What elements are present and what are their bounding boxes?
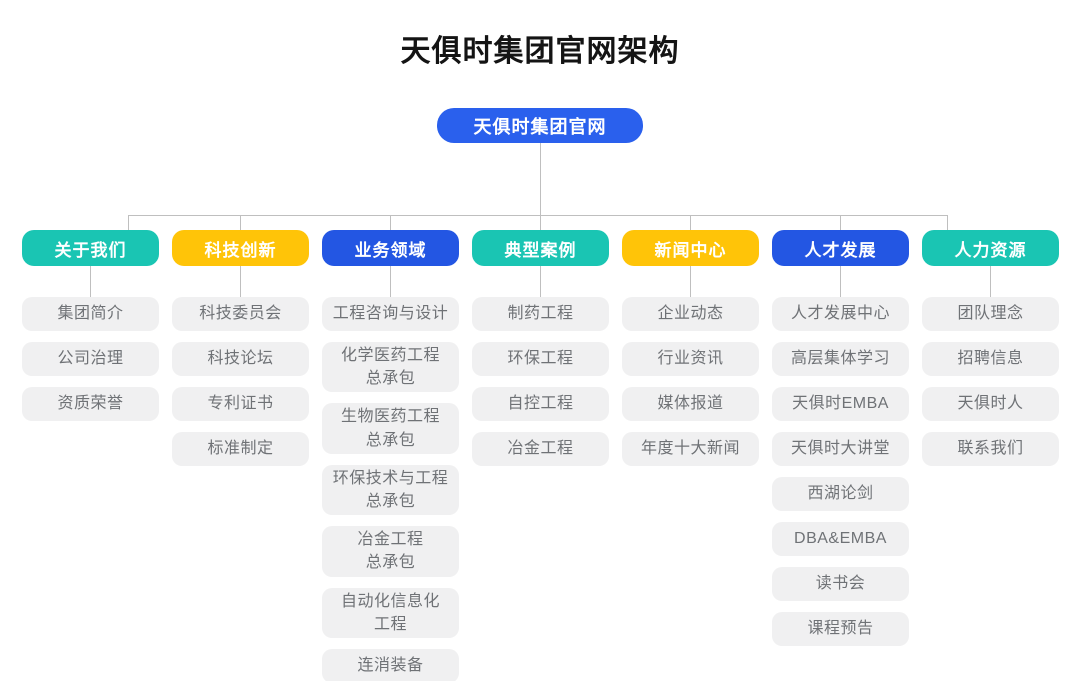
column-items: 集团简介 公司治理 资质荣誉 xyxy=(22,297,159,421)
sitemap-item: 化学医药工程 总承包 xyxy=(322,342,459,393)
category-business-areas: 业务领域 xyxy=(322,230,459,266)
sitemap-item: 天俱时大讲堂 xyxy=(772,432,909,466)
column-tech-innovation: 科技创新 科技委员会 科技论坛 专利证书 标准制定 xyxy=(172,230,309,466)
sitemap-item: 课程预告 xyxy=(772,612,909,646)
column-items: 制药工程 环保工程 自控工程 冶金工程 xyxy=(472,297,609,466)
sitemap-item: 天俱时人 xyxy=(922,387,1059,421)
sitemap-item: 冶金工程 总承包 xyxy=(322,526,459,577)
sitemap-item: 科技委员会 xyxy=(172,297,309,331)
connector-stub xyxy=(840,266,841,297)
category-tech-innovation: 科技创新 xyxy=(172,230,309,266)
sitemap-item: 自动化信息化 工程 xyxy=(322,587,459,638)
category-news-center: 新闻中心 xyxy=(622,230,759,266)
sitemap-item: 西湖论剑 xyxy=(772,477,909,511)
sitemap-item: 团队理念 xyxy=(922,297,1059,331)
sitemap-item: 年度十大新闻 xyxy=(622,432,759,466)
sitemap-item: 集团简介 xyxy=(22,297,159,331)
sitemap-item: 环保工程 xyxy=(472,342,609,376)
sitemap-item: 专利证书 xyxy=(172,387,309,421)
column-case-studies: 典型案例 制药工程 环保工程 自控工程 冶金工程 xyxy=(472,230,609,466)
category-case-studies: 典型案例 xyxy=(472,230,609,266)
sitemap-item: 天俱时EMBA xyxy=(772,387,909,421)
connector-stub xyxy=(540,266,541,297)
column-items: 团队理念 招聘信息 天俱时人 联系我们 xyxy=(922,297,1059,466)
connector-stub xyxy=(240,266,241,297)
sitemap-item: 连消装备 xyxy=(322,648,459,681)
connector-stub xyxy=(128,215,129,230)
sitemap-item: 自控工程 xyxy=(472,387,609,421)
connector-stub xyxy=(947,215,948,230)
sitemap-item: 工程咨询与设计 xyxy=(322,297,459,331)
connector-stub xyxy=(990,266,991,297)
category-about-us: 关于我们 xyxy=(22,230,159,266)
sitemap-item: 标准制定 xyxy=(172,432,309,466)
sitemap-item: 冶金工程 xyxy=(472,432,609,466)
column-items: 人才发展中心 高层集体学习 天俱时EMBA 天俱时大讲堂 西湖论剑 DBA&EM… xyxy=(772,297,909,646)
sitemap-item: 企业动态 xyxy=(622,297,759,331)
sitemap-item: 生物医药工程 总承包 xyxy=(322,403,459,454)
sitemap-item: 行业资讯 xyxy=(622,342,759,376)
sitemap-item: 读书会 xyxy=(772,567,909,601)
column-business-areas: 业务领域 工程咨询与设计 化学医药工程 总承包 生物医药工程 总承包 环保技术与… xyxy=(322,230,459,681)
root-node: 天俱时集团官网 xyxy=(437,108,643,143)
column-items: 工程咨询与设计 化学医药工程 总承包 生物医药工程 总承包 环保技术与工程 总承… xyxy=(322,297,459,681)
sitemap-item: 高层集体学习 xyxy=(772,342,909,376)
connector-stub xyxy=(90,266,91,297)
connector-stub xyxy=(840,215,841,230)
column-items: 科技委员会 科技论坛 专利证书 标准制定 xyxy=(172,297,309,466)
sitemap-item: 资质荣誉 xyxy=(22,387,159,421)
column-human-resources: 人力资源 团队理念 招聘信息 天俱时人 联系我们 xyxy=(922,230,1059,466)
connector-stub xyxy=(690,215,691,230)
sitemap-item: DBA&EMBA xyxy=(772,522,909,556)
category-talent-development: 人才发展 xyxy=(772,230,909,266)
column-about-us: 关于我们 集团简介 公司治理 资质荣誉 xyxy=(22,230,159,421)
connector-stub xyxy=(690,266,691,297)
sitemap-item: 招聘信息 xyxy=(922,342,1059,376)
column-talent-development: 人才发展 人才发展中心 高层集体学习 天俱时EMBA 天俱时大讲堂 西湖论剑 D… xyxy=(772,230,909,646)
sitemap-item: 媒体报道 xyxy=(622,387,759,421)
page-title: 天俱时集团官网架构 xyxy=(400,35,680,68)
connector-stub xyxy=(390,266,391,297)
category-human-resources: 人力资源 xyxy=(922,230,1059,266)
sitemap-item: 人才发展中心 xyxy=(772,297,909,331)
sitemap-item: 公司治理 xyxy=(22,342,159,376)
connector-stub xyxy=(390,215,391,230)
sitemap-item: 制药工程 xyxy=(472,297,609,331)
column-items: 企业动态 行业资讯 媒体报道 年度十大新闻 xyxy=(622,297,759,466)
sitemap-item: 科技论坛 xyxy=(172,342,309,376)
sitemap-item: 联系我们 xyxy=(922,432,1059,466)
connector-stub xyxy=(240,215,241,230)
sitemap-item: 环保技术与工程 总承包 xyxy=(322,464,459,516)
connector-horizontal xyxy=(128,215,947,216)
connector-root-vertical xyxy=(540,143,541,230)
column-news-center: 新闻中心 企业动态 行业资讯 媒体报道 年度十大新闻 xyxy=(622,230,759,466)
